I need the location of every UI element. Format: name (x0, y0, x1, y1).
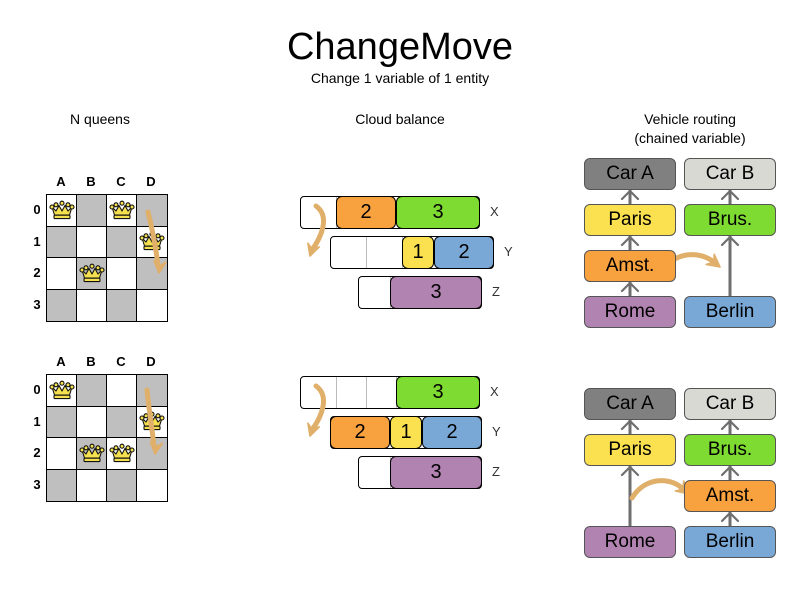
vrp-node-cara-after[interactable]: Car A (584, 388, 676, 420)
section-header-vehicle-routing: Vehicle routing (chained variable) (600, 110, 780, 148)
cloud-segment-2-Y[interactable]: 2 (422, 416, 482, 449)
vrp-header-line1: Vehicle routing (644, 111, 736, 127)
cloud-segment-3-X[interactable]: 3 (396, 376, 480, 409)
vrp-node-carb-after[interactable]: Car B (684, 388, 776, 420)
board-cell-D2[interactable] (137, 438, 167, 470)
board-cell-B3[interactable] (77, 469, 107, 501)
vrp-node-brus-before[interactable]: Brus. (684, 204, 776, 236)
board-cell-C1[interactable] (107, 406, 137, 438)
board-rank-label-2: 2 (33, 265, 41, 280)
vrp-node-paris-before[interactable]: Paris (584, 204, 676, 236)
chessboard-before[interactable] (46, 194, 168, 322)
board-rank-label-2: 2 (33, 445, 41, 460)
vrp-node-rome-before[interactable]: Rome (584, 296, 676, 328)
board-file-label-A: A (56, 174, 66, 189)
cloud-segment-3-X[interactable]: 3 (396, 196, 480, 229)
board-cell-A1[interactable] (47, 406, 77, 438)
cloud-segment-2-Y[interactable]: 2 (434, 236, 494, 269)
board-cell-A0[interactable] (47, 375, 77, 407)
vrp-node-amst-before[interactable]: Amst. (584, 250, 676, 282)
vrp-node-berlin-after[interactable]: Berlin (684, 526, 776, 558)
board-cell-D2[interactable] (137, 258, 167, 290)
board-cell-B1[interactable] (77, 226, 107, 258)
cloud-slot-divider (366, 377, 367, 408)
board-cell-C1[interactable] (107, 226, 137, 258)
board-cell-C3[interactable] (107, 469, 137, 501)
board-cell-A2[interactable] (47, 258, 77, 290)
board-file-label-D: D (146, 354, 156, 369)
cloud-segment-2-X[interactable]: 2 (336, 196, 396, 229)
board-cell-D3[interactable] (137, 289, 167, 321)
board-cell-B1[interactable] (77, 406, 107, 438)
board-cell-D0[interactable] (137, 195, 167, 227)
board-cell-C2[interactable] (107, 258, 137, 290)
board-cell-B0[interactable] (77, 195, 107, 227)
section-header-nqueens: N queens (70, 111, 130, 127)
nqueens-board-after[interactable]: A B C D 0 1 2 3 (30, 350, 180, 510)
cloud-segment-1-Y[interactable]: 1 (390, 416, 422, 449)
board-cell-A1[interactable] (47, 226, 77, 258)
board-cell-A0[interactable] (47, 195, 77, 227)
board-file-label-C: C (116, 174, 126, 189)
cloud-row-label-X: X (490, 204, 499, 219)
board-cell-D0[interactable] (137, 375, 167, 407)
board-cell-C2[interactable] (107, 438, 137, 470)
board-cell-B2[interactable] (77, 438, 107, 470)
section-header-cloud-balance: Cloud balance (355, 111, 445, 127)
cloud-row-label-Z: Z (492, 464, 500, 479)
board-rank-label-3: 3 (33, 296, 41, 312)
board-file-label-D: D (146, 174, 156, 189)
board-rank-label-0: 0 (33, 382, 41, 397)
board-cell-D1[interactable] (137, 406, 167, 438)
board-cell-C0[interactable] (107, 195, 137, 227)
board-cell-B3[interactable] (77, 289, 107, 321)
vrp-node-cara-before[interactable]: Car A (584, 158, 676, 190)
board-file-label-B: B (86, 354, 96, 369)
vrp-node-brus-after[interactable]: Brus. (684, 434, 776, 466)
vrp-header-line2: (chained variable) (634, 130, 746, 146)
board-cell-C3[interactable] (107, 289, 137, 321)
vrp-node-rome-after[interactable]: Rome (584, 526, 676, 558)
board-file-label-A: A (56, 354, 66, 369)
board-file-label-C: C (116, 354, 126, 369)
cloud-slot-divider (366, 237, 367, 268)
cloud-slot-divider (336, 377, 337, 408)
board-cell-B0[interactable] (77, 375, 107, 407)
board-cell-A3[interactable] (47, 289, 77, 321)
board-rank-label-1: 1 (33, 413, 41, 429)
board-cell-D3[interactable] (137, 469, 167, 501)
cloud-segment-3-Z[interactable]: 3 (390, 276, 482, 309)
board-cell-D1[interactable] (137, 226, 167, 258)
nqueens-board-before[interactable]: A B C D 0 1 2 3 (30, 170, 180, 330)
vrp-node-carb-before[interactable]: Car B (684, 158, 776, 190)
board-rank-label-1: 1 (33, 233, 41, 249)
chessboard-after[interactable] (46, 374, 168, 502)
cloud-row-label-Z: Z (492, 284, 500, 299)
page-title: ChangeMove (286, 26, 514, 68)
cloud-row-label-Y: Y (504, 244, 513, 259)
cloud-segment-2-Y[interactable]: 2 (330, 416, 390, 449)
vrp-node-amst-after[interactable]: Amst. (684, 480, 776, 512)
cloud-segment-1-Y[interactable]: 1 (402, 236, 434, 269)
cloud-row-label-Y: Y (492, 424, 501, 439)
board-cell-C0[interactable] (107, 375, 137, 407)
cloud-row-label-X: X (490, 384, 499, 399)
board-file-label-B: B (86, 174, 96, 189)
board-rank-label-0: 0 (33, 202, 41, 217)
vrp-node-paris-after[interactable]: Paris (584, 434, 676, 466)
board-cell-A2[interactable] (47, 438, 77, 470)
cloud-segment-3-Z[interactable]: 3 (390, 456, 482, 489)
board-cell-B2[interactable] (77, 258, 107, 290)
page-subtitle: Change 1 variable of 1 entity (310, 70, 490, 86)
vrp-node-berlin-before[interactable]: Berlin (684, 296, 776, 328)
board-rank-label-3: 3 (33, 476, 41, 492)
board-cell-A3[interactable] (47, 469, 77, 501)
